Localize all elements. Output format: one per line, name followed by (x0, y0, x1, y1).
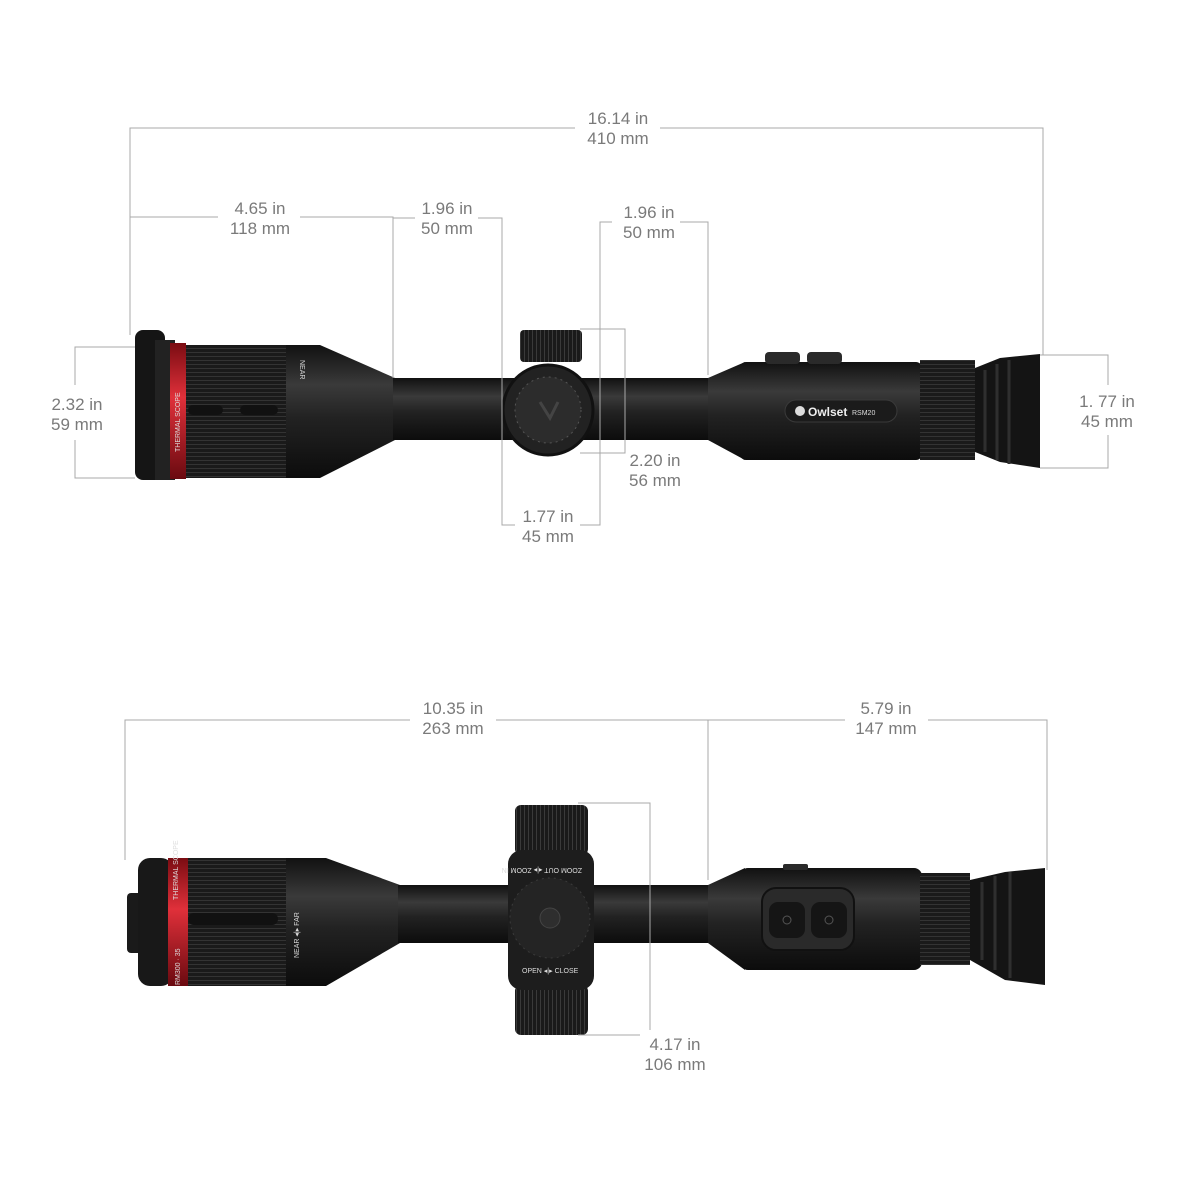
turret-width-mm: 45 mm (522, 527, 574, 546)
turret-span-in: 4.17 in (649, 1035, 700, 1054)
brand-badge (784, 399, 898, 423)
owl-logo-icon (795, 406, 805, 416)
red-accent-ring (168, 858, 188, 986)
top-button (807, 352, 842, 364)
objective-taper (320, 345, 395, 478)
eyecup-diameter-mm: 45 mm (1081, 412, 1133, 431)
turret-span-mm: 106 mm (644, 1055, 705, 1074)
tube-rear-mm: 50 mm (623, 223, 675, 242)
eyepiece-ring (920, 873, 970, 965)
objective-length-mm: 118 mm (230, 219, 290, 238)
zoom-text: ZOOM OUT ◂|▸ ZOOM IN (502, 866, 582, 873)
top-button (765, 352, 800, 364)
turret-height-in: 2.20 in (629, 451, 680, 470)
lens-cap (138, 858, 173, 986)
zoom-knob (515, 805, 588, 855)
tube-rear-in: 1.96 in (623, 203, 674, 222)
eyecup-diameter-in: 1. 77 in (1079, 392, 1135, 411)
objective-diameter-mm: 59 mm (51, 415, 103, 434)
lens-spec: RM300 · 35 (175, 948, 182, 985)
front-length-mm: 263 mm (422, 719, 483, 738)
overall-length-mm: 410 mm (587, 129, 648, 148)
top-knob (520, 330, 582, 362)
scope-side-view: Owlset RSM20 THERMAL SCOPE NEAR (135, 330, 1040, 480)
turret-width-in: 1.77 in (522, 507, 573, 526)
focus-text: NEAR (298, 360, 305, 379)
top-view-dimensions: 10.35 in 263 mm 5.79 in 147 mm 4.17 in 1… (124, 699, 1048, 1074)
focus-text: NEAR ◂|▸ FAR (294, 912, 301, 958)
overall-length-in: 16.14 in (588, 109, 649, 128)
menu-button[interactable] (811, 902, 847, 938)
brand-logo-text: Owlset (808, 405, 847, 419)
scope-top-view: ZOOM OUT ◂|▸ ZOOM IN OPEN ◂|▸ CLOSE THER… (127, 805, 1045, 1035)
cover-text: OPEN ◂|▸ CLOSE (522, 968, 579, 975)
cover-knob (515, 985, 588, 1035)
red-accent-ring (170, 343, 186, 479)
turret-height-mm: 56 mm (629, 471, 681, 490)
objective-length-in: 4.65 in (234, 199, 285, 218)
power-button[interactable] (769, 902, 805, 938)
power-icon (782, 915, 792, 925)
menu-icon (824, 915, 834, 925)
objective-diameter-in: 2.32 in (51, 395, 102, 414)
front-length-in: 10.35 in (423, 699, 484, 718)
side-view-dimensions: 16.14 in 410 mm 4.65 in 118 mm 1.96 in 5… (51, 109, 1135, 546)
rear-length-mm: 147 mm (855, 719, 916, 738)
rear-length-in: 5.79 in (860, 699, 911, 718)
owl-turret-icon (539, 907, 561, 929)
eyecup (970, 868, 1045, 985)
eyepiece-ring (920, 360, 975, 460)
lens-text: THERMAL SCOPE (173, 840, 180, 900)
lens-text: THERMAL SCOPE (175, 392, 182, 452)
tube-front-in: 1.96 in (421, 199, 472, 218)
tube-front-mm: 50 mm (421, 219, 473, 238)
owl-turret-icon (538, 401, 560, 422)
model-text: RSM20 (852, 410, 875, 417)
